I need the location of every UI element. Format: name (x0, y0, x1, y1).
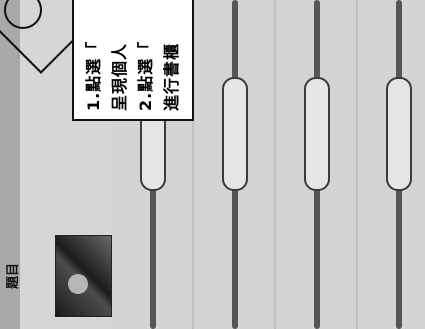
callout-line: 呈現個人 (110, 42, 129, 111)
book-thumbnail[interactable] (55, 235, 112, 317)
shelf-tab[interactable] (222, 77, 248, 191)
shelf-column (194, 0, 274, 329)
shelf-column (358, 0, 425, 329)
callout-line: 2.點選「 (136, 40, 155, 111)
callout-line: 進行書櫃 (162, 42, 181, 111)
instruction-callout: 1.點選「 呈現個人 2.點選「 進行書櫃 (72, 0, 194, 121)
callout-line: 1.點選「 (84, 40, 103, 111)
shelf-tab[interactable] (304, 77, 330, 191)
shelf-tab[interactable] (386, 77, 412, 191)
page-title: 題目 (6, 262, 21, 289)
shelf-column (276, 0, 356, 329)
